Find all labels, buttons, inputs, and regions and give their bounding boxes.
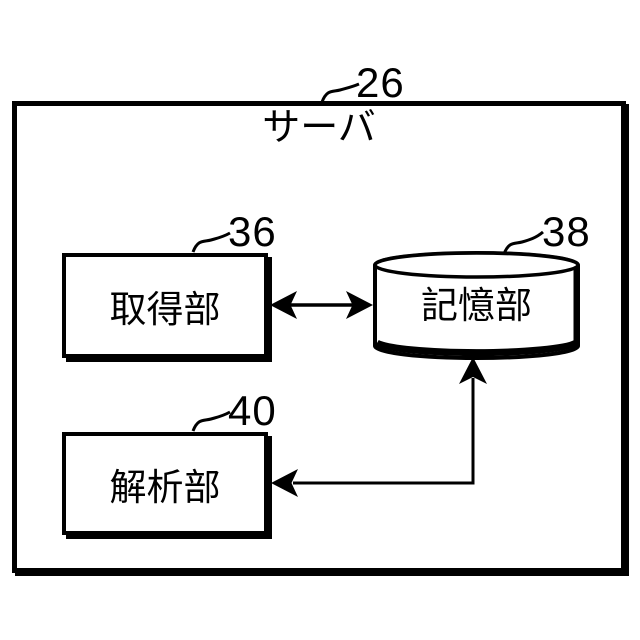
leader-line-26: [320, 82, 360, 103]
storage-cylinder: [373, 251, 580, 360]
analysis-storage-arrow: [271, 357, 487, 497]
storage-label: 記憶部: [421, 285, 532, 326]
leader-line-40: [191, 410, 231, 432]
analysis-box: 解析部: [62, 432, 268, 535]
ref-label-38: 38: [542, 208, 591, 255]
ref-label-40: 40: [228, 387, 277, 434]
acquisition-box: 取得部: [62, 253, 268, 358]
acquisition-label: 取得部: [109, 288, 221, 330]
analysis-label: 解析部: [109, 466, 221, 508]
leader-line-38: [502, 230, 544, 255]
server-label: サーバ: [262, 107, 376, 149]
acquisition-storage-arrow: [270, 291, 373, 319]
leader-line-36: [191, 231, 231, 253]
ref-label-36: 36: [228, 208, 277, 255]
ref-label-26: 26: [356, 59, 405, 106]
